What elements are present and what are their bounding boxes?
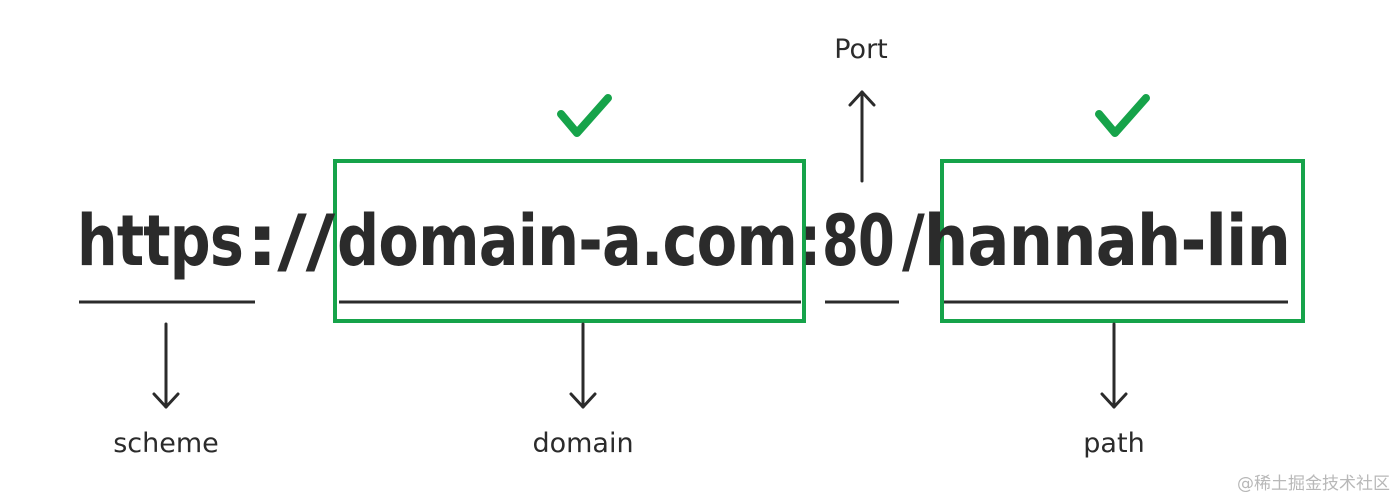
domain-label: domain	[532, 428, 634, 459]
url-port: 80	[822, 200, 895, 282]
path-highlight-box	[940, 159, 1305, 323]
path-label: path	[1083, 428, 1145, 459]
arrow-up-icon	[848, 90, 876, 183]
url-scheme-separator: ://	[246, 200, 335, 282]
arrow-down-icon	[152, 322, 180, 409]
arrow-down-icon	[1100, 322, 1128, 409]
check-icon	[1095, 94, 1150, 137]
url-domain: domain-a.com	[337, 200, 798, 282]
url-path: /hannah-lin	[902, 200, 1291, 282]
watermark: @稀土掘金技术社区	[1237, 474, 1390, 494]
check-icon	[557, 94, 612, 137]
scheme-label: scheme	[113, 428, 219, 459]
domain-highlight-box	[333, 159, 806, 323]
arrow-down-icon	[569, 322, 597, 409]
url-scheme: https	[77, 200, 244, 282]
port-label: Port	[834, 34, 888, 65]
url-port-separator: :	[800, 200, 821, 282]
